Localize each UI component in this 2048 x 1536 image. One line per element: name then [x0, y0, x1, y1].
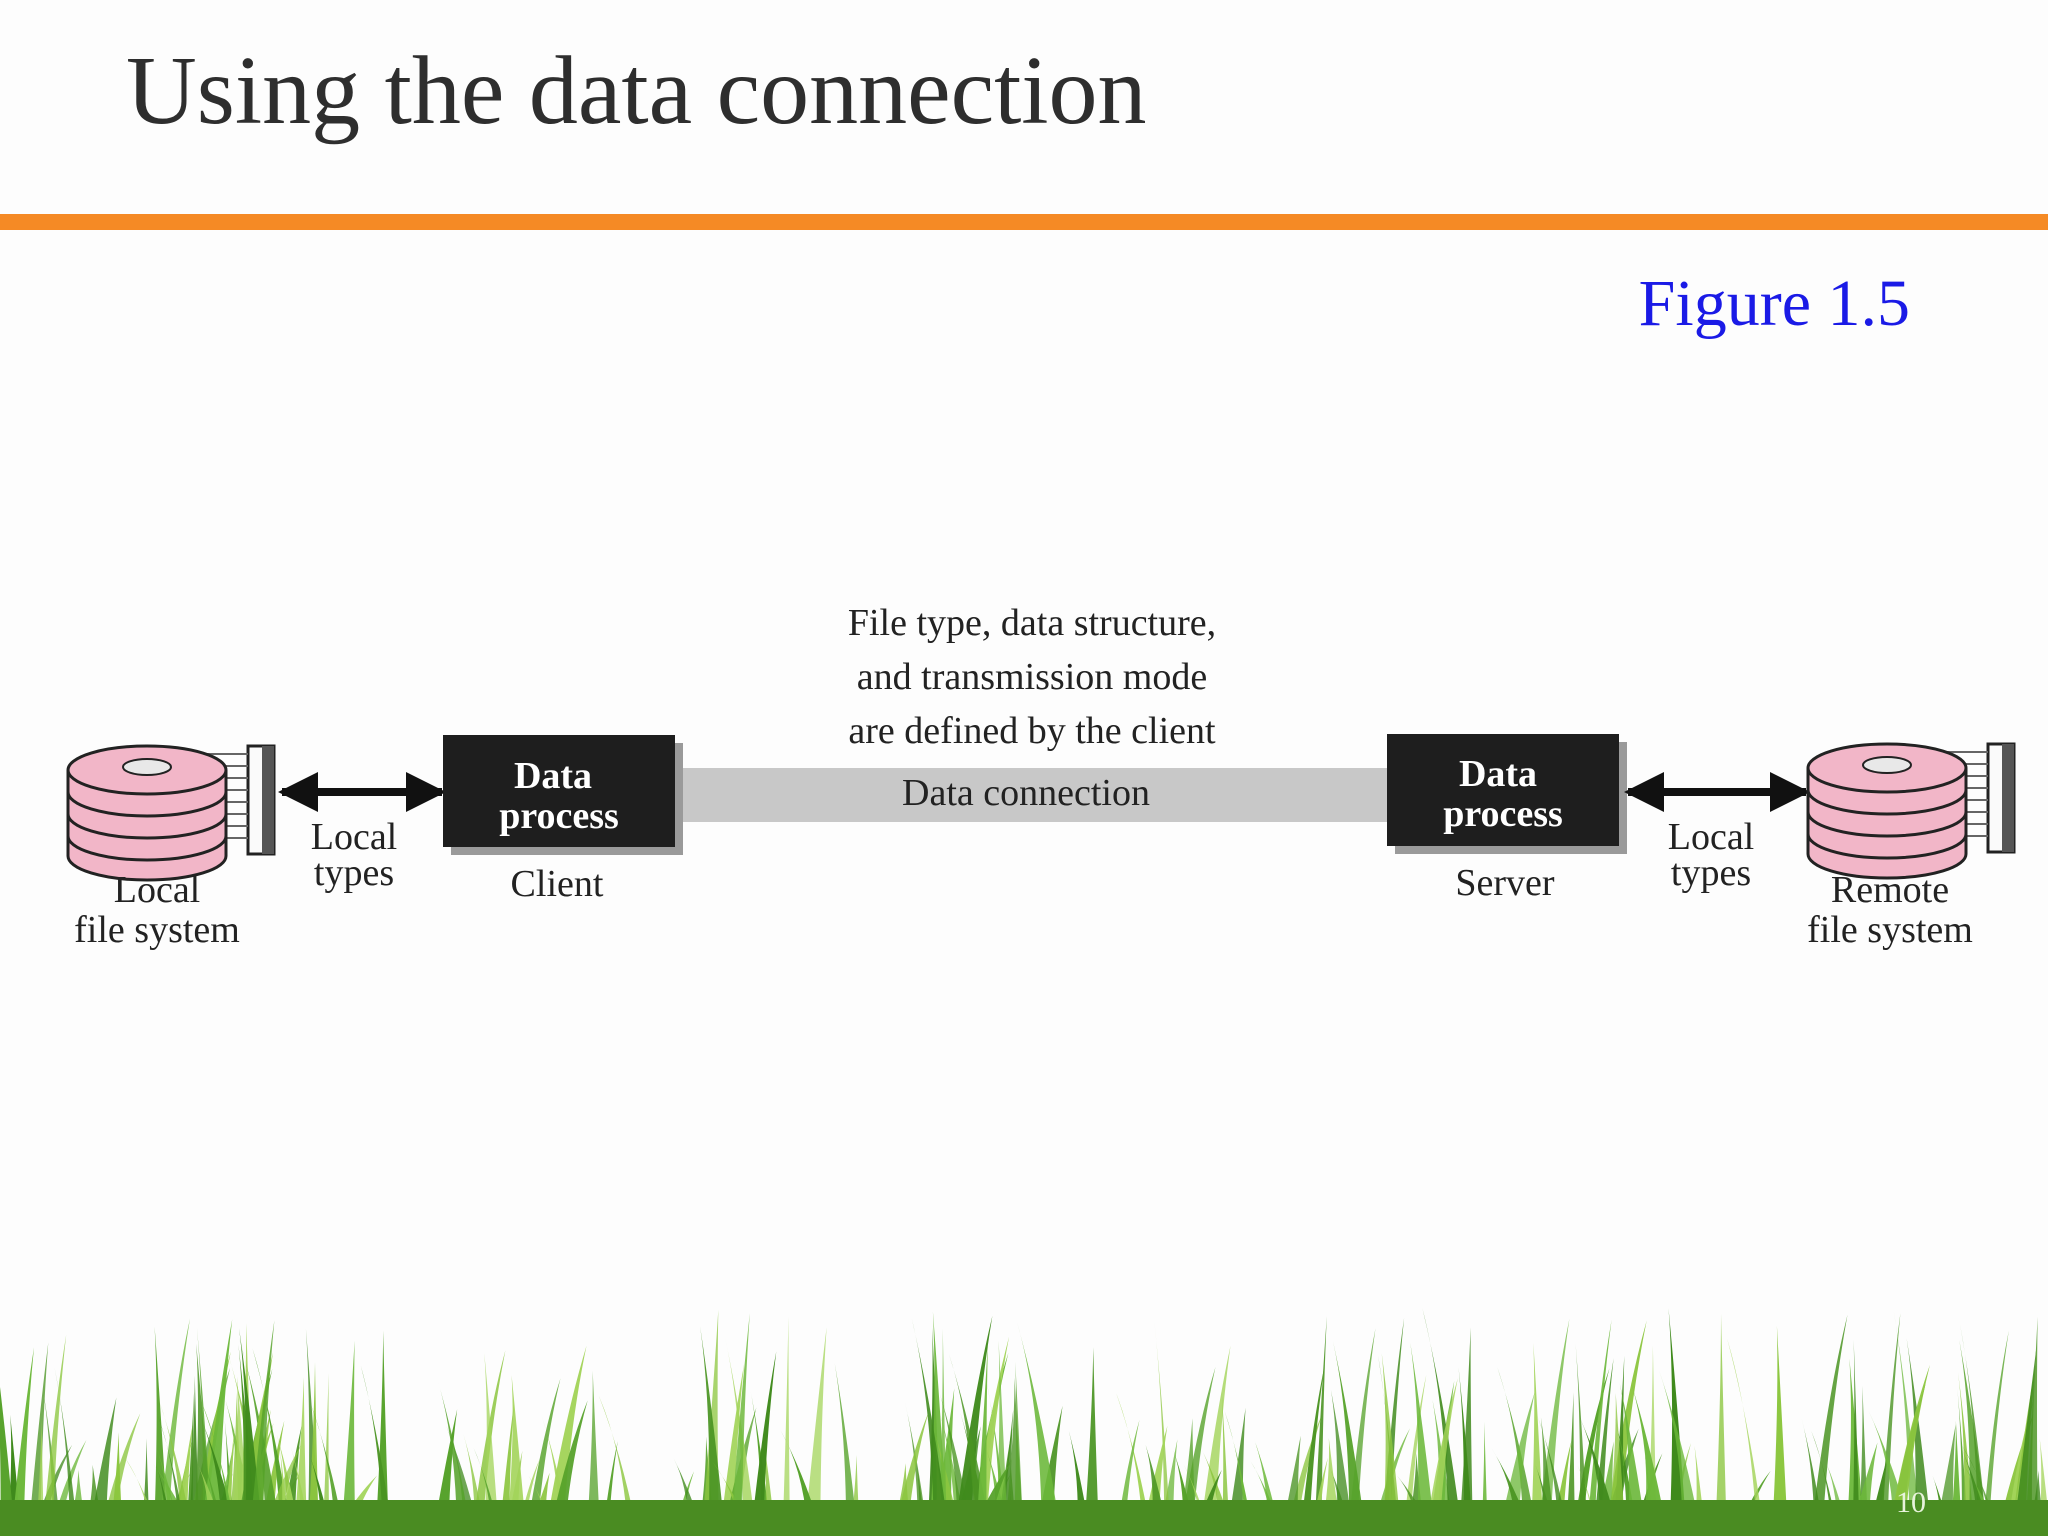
grass-blade — [293, 1377, 308, 1536]
slide-title: Using the data connection — [126, 37, 1147, 145]
grass-blade — [1422, 1308, 1463, 1536]
grass-blade — [1906, 1338, 1932, 1536]
grass-blade — [1333, 1341, 1366, 1536]
client-box-line-2: process — [499, 795, 619, 837]
note-line-3: are defined by the client — [848, 710, 1216, 752]
local-fs-label-line-2: file system — [74, 909, 240, 951]
local-disk-icon — [66, 744, 276, 882]
title-accent-bar — [0, 214, 2048, 230]
right-local-types-line-2: types — [1671, 852, 1751, 894]
grass-blade — [700, 1326, 726, 1536]
right-local-types-line-1: Local — [1668, 816, 1755, 858]
grass-blade — [975, 1343, 988, 1536]
grass-blade — [0, 1387, 15, 1536]
grass-blade — [1575, 1343, 1588, 1536]
grass-blade — [1300, 1364, 1325, 1536]
page-number: 10 — [1896, 1486, 1926, 1519]
grass-blade — [750, 1351, 777, 1536]
remote-disk-icon — [1806, 742, 2016, 880]
grass-blade — [1852, 1339, 1860, 1536]
grass-blade — [1982, 1330, 2009, 1536]
grass-blade — [1630, 1380, 1668, 1536]
grass-blade — [1879, 1313, 1901, 1536]
grass-blade — [1727, 1338, 1765, 1536]
client-data-process-box: Data process — [443, 735, 683, 855]
server-label: Server — [1455, 862, 1555, 904]
grass-blade — [506, 1375, 527, 1536]
grass-blade — [804, 1327, 827, 1536]
grass-blade — [42, 1334, 67, 1536]
grass-blade — [1381, 1353, 1402, 1536]
grass-blade — [1810, 1314, 1848, 1536]
grass-blade — [1154, 1320, 1171, 1536]
client-label: Client — [511, 863, 604, 905]
grass-blade — [1314, 1316, 1327, 1536]
grass-blade — [1199, 1345, 1231, 1536]
grass-blade — [1893, 1311, 1921, 1536]
grass-blade — [1530, 1343, 1544, 1536]
grass-blade — [730, 1313, 750, 1536]
grass-blade — [1593, 1358, 1614, 1536]
data-connection-diagram: File type, data structure, and transmiss… — [66, 602, 2016, 951]
client-box-line-1: Data — [514, 755, 592, 797]
grass-blade — [28, 1342, 49, 1536]
grass-blade — [1424, 1378, 1458, 1536]
grass-blade — [1659, 1370, 1702, 1536]
grass-blade — [249, 1320, 275, 1536]
connection-note: File type, data structure, and transmiss… — [848, 602, 1216, 752]
grass-blade — [526, 1378, 561, 1536]
grass-blade — [1459, 1327, 1473, 1536]
local-fs-label-line-1: Local — [114, 869, 201, 911]
grass-blade — [360, 1365, 393, 1536]
grass-blade — [307, 1362, 319, 1536]
grass-blade — [1410, 1343, 1436, 1536]
grass-blade — [1017, 1322, 1062, 1536]
data-connection-band: Data connection — [682, 768, 1390, 822]
grass-blade — [200, 1319, 233, 1536]
grass-blade — [1887, 1364, 1930, 1536]
left-local-types-line-1: Local — [311, 816, 398, 858]
grass-blade — [586, 1370, 601, 1536]
grass-blade — [1330, 1389, 1354, 1536]
remote-fs-label-line-1: Remote — [1831, 869, 1949, 911]
grass-blade — [1586, 1319, 1612, 1536]
grass-blade — [1013, 1361, 1024, 1536]
server-box-line-1: Data — [1459, 753, 1537, 795]
note-line-1: File type, data structure, — [848, 602, 1216, 644]
grass-blade — [1221, 1391, 1230, 1536]
grass-blade — [954, 1315, 993, 1536]
figure-label: Figure 1.5 — [1638, 267, 1910, 340]
grass-blade — [1497, 1367, 1538, 1536]
server-data-process-box: Data process — [1387, 734, 1627, 854]
grass-blade — [2024, 1316, 2038, 1536]
connection-label: Data connection — [902, 772, 1150, 814]
grass-blade — [54, 1367, 78, 1536]
note-line-2: and transmission mode — [857, 656, 1207, 698]
grass-blade — [1771, 1325, 1788, 1536]
grass-blade — [375, 1330, 389, 1536]
grass-blade — [544, 1345, 587, 1536]
grass-blade — [1715, 1313, 1727, 1536]
remote-fs-label-line-2: file system — [1807, 909, 1973, 951]
grass-blade — [832, 1352, 858, 1536]
grass-blade — [911, 1318, 950, 1536]
grass-footer-decoration — [0, 1308, 2048, 1536]
grass-blade — [1083, 1347, 1099, 1536]
left-local-types-line-2: types — [314, 852, 394, 894]
connection-band-fill — [682, 768, 1390, 822]
grass-blade — [437, 1379, 472, 1536]
grass-blade — [782, 1316, 790, 1536]
grass-blade — [1619, 1383, 1647, 1536]
server-box-line-2: process — [1443, 793, 1563, 835]
grass-blade — [11, 1347, 34, 1536]
grass-blade — [341, 1340, 356, 1536]
